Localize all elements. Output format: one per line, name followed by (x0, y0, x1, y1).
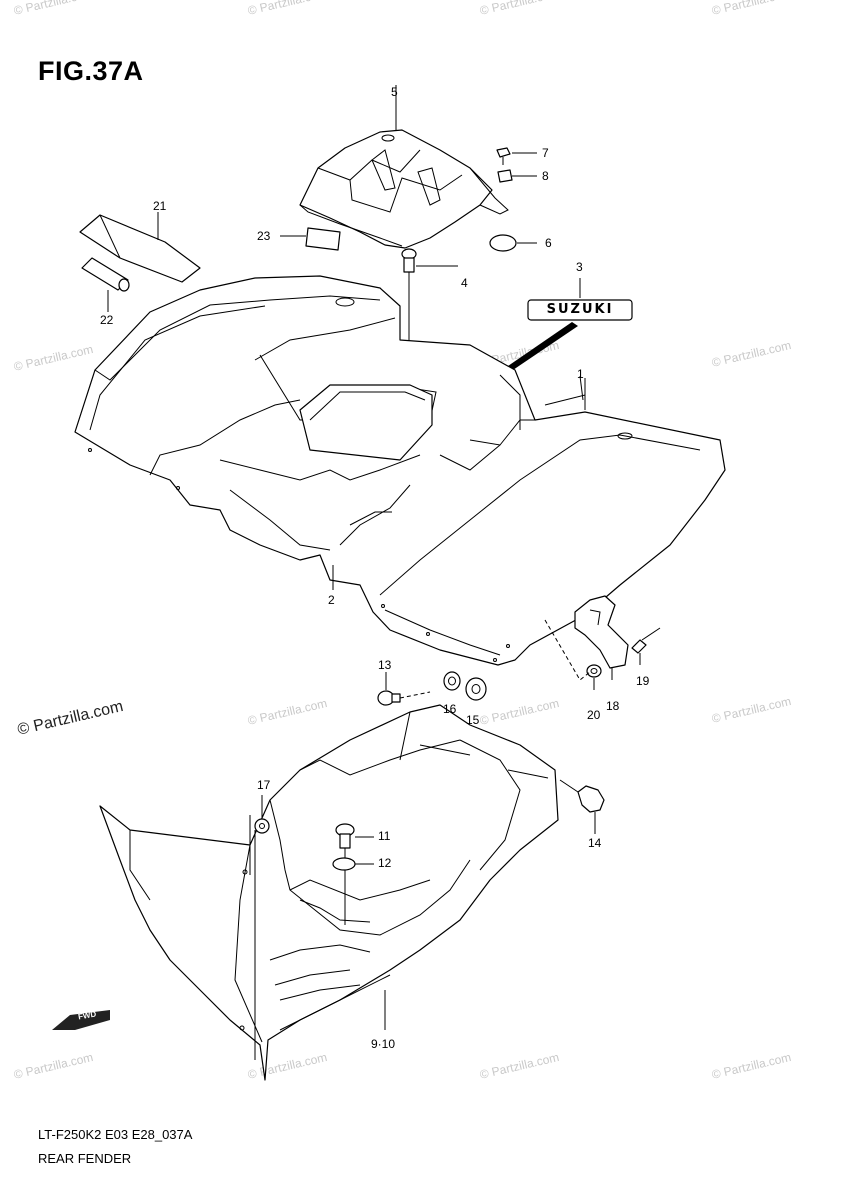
callout-8: 8 (542, 169, 549, 183)
callout-19: 19 (636, 674, 650, 688)
figure-code: LT-F250K2 E03 E28_037A (38, 1127, 193, 1142)
suzuki-emblem-text: SUZUKI (546, 302, 614, 317)
part-18-bracket (574, 595, 629, 680)
part-8-nut (497, 169, 537, 183)
callout-15: 15 (466, 713, 480, 727)
callout-14: 14 (588, 836, 602, 850)
callout-20: 20 (587, 708, 601, 722)
callout-1: 1 (577, 367, 584, 381)
front-arrow-icon (52, 1010, 110, 1030)
callout-17: 17 (257, 778, 271, 792)
part-23-pad (280, 227, 341, 251)
callout-9-10: 9·10 (371, 1037, 396, 1051)
callout-11: 11 (378, 829, 391, 843)
part-12-washer (332, 857, 374, 871)
part-14-clip (559, 779, 605, 834)
part-6-cap (489, 234, 537, 252)
part-3-emblem (505, 278, 633, 372)
part-16-washer (443, 671, 461, 691)
callout-12: 12 (378, 856, 392, 870)
callout-13: 13 (378, 658, 392, 672)
callout-3: 3 (576, 260, 583, 274)
part-5-box-lid (299, 85, 509, 249)
callout-5: 5 (391, 85, 398, 99)
callout-21: 21 (153, 199, 167, 213)
callout-16: 16 (443, 702, 457, 716)
part-17-washer (249, 795, 270, 875)
part-9-10-footrest (99, 704, 559, 1081)
part-19-screw (631, 627, 661, 665)
part-11-bolt (335, 823, 374, 925)
callout-4: 4 (461, 276, 468, 290)
part-20-washer (544, 619, 602, 690)
part-22-collar (81, 257, 130, 312)
part-13-grommet (377, 672, 431, 706)
figure-name: REAR FENDER (38, 1151, 132, 1166)
part-1-rear-fender (74, 275, 726, 666)
part-15-washer (465, 677, 487, 701)
callout-7: 7 (542, 146, 549, 160)
callout-2: 2 (328, 593, 335, 607)
part-21-grip (79, 212, 201, 283)
part-7-screw (496, 147, 537, 165)
callout-23: 23 (257, 229, 271, 243)
figure-title: FIG.37A (38, 56, 144, 86)
leader-1 (579, 375, 584, 401)
callout-6: 6 (545, 236, 552, 250)
callout-18: 18 (606, 699, 620, 713)
callout-22: 22 (100, 313, 114, 327)
